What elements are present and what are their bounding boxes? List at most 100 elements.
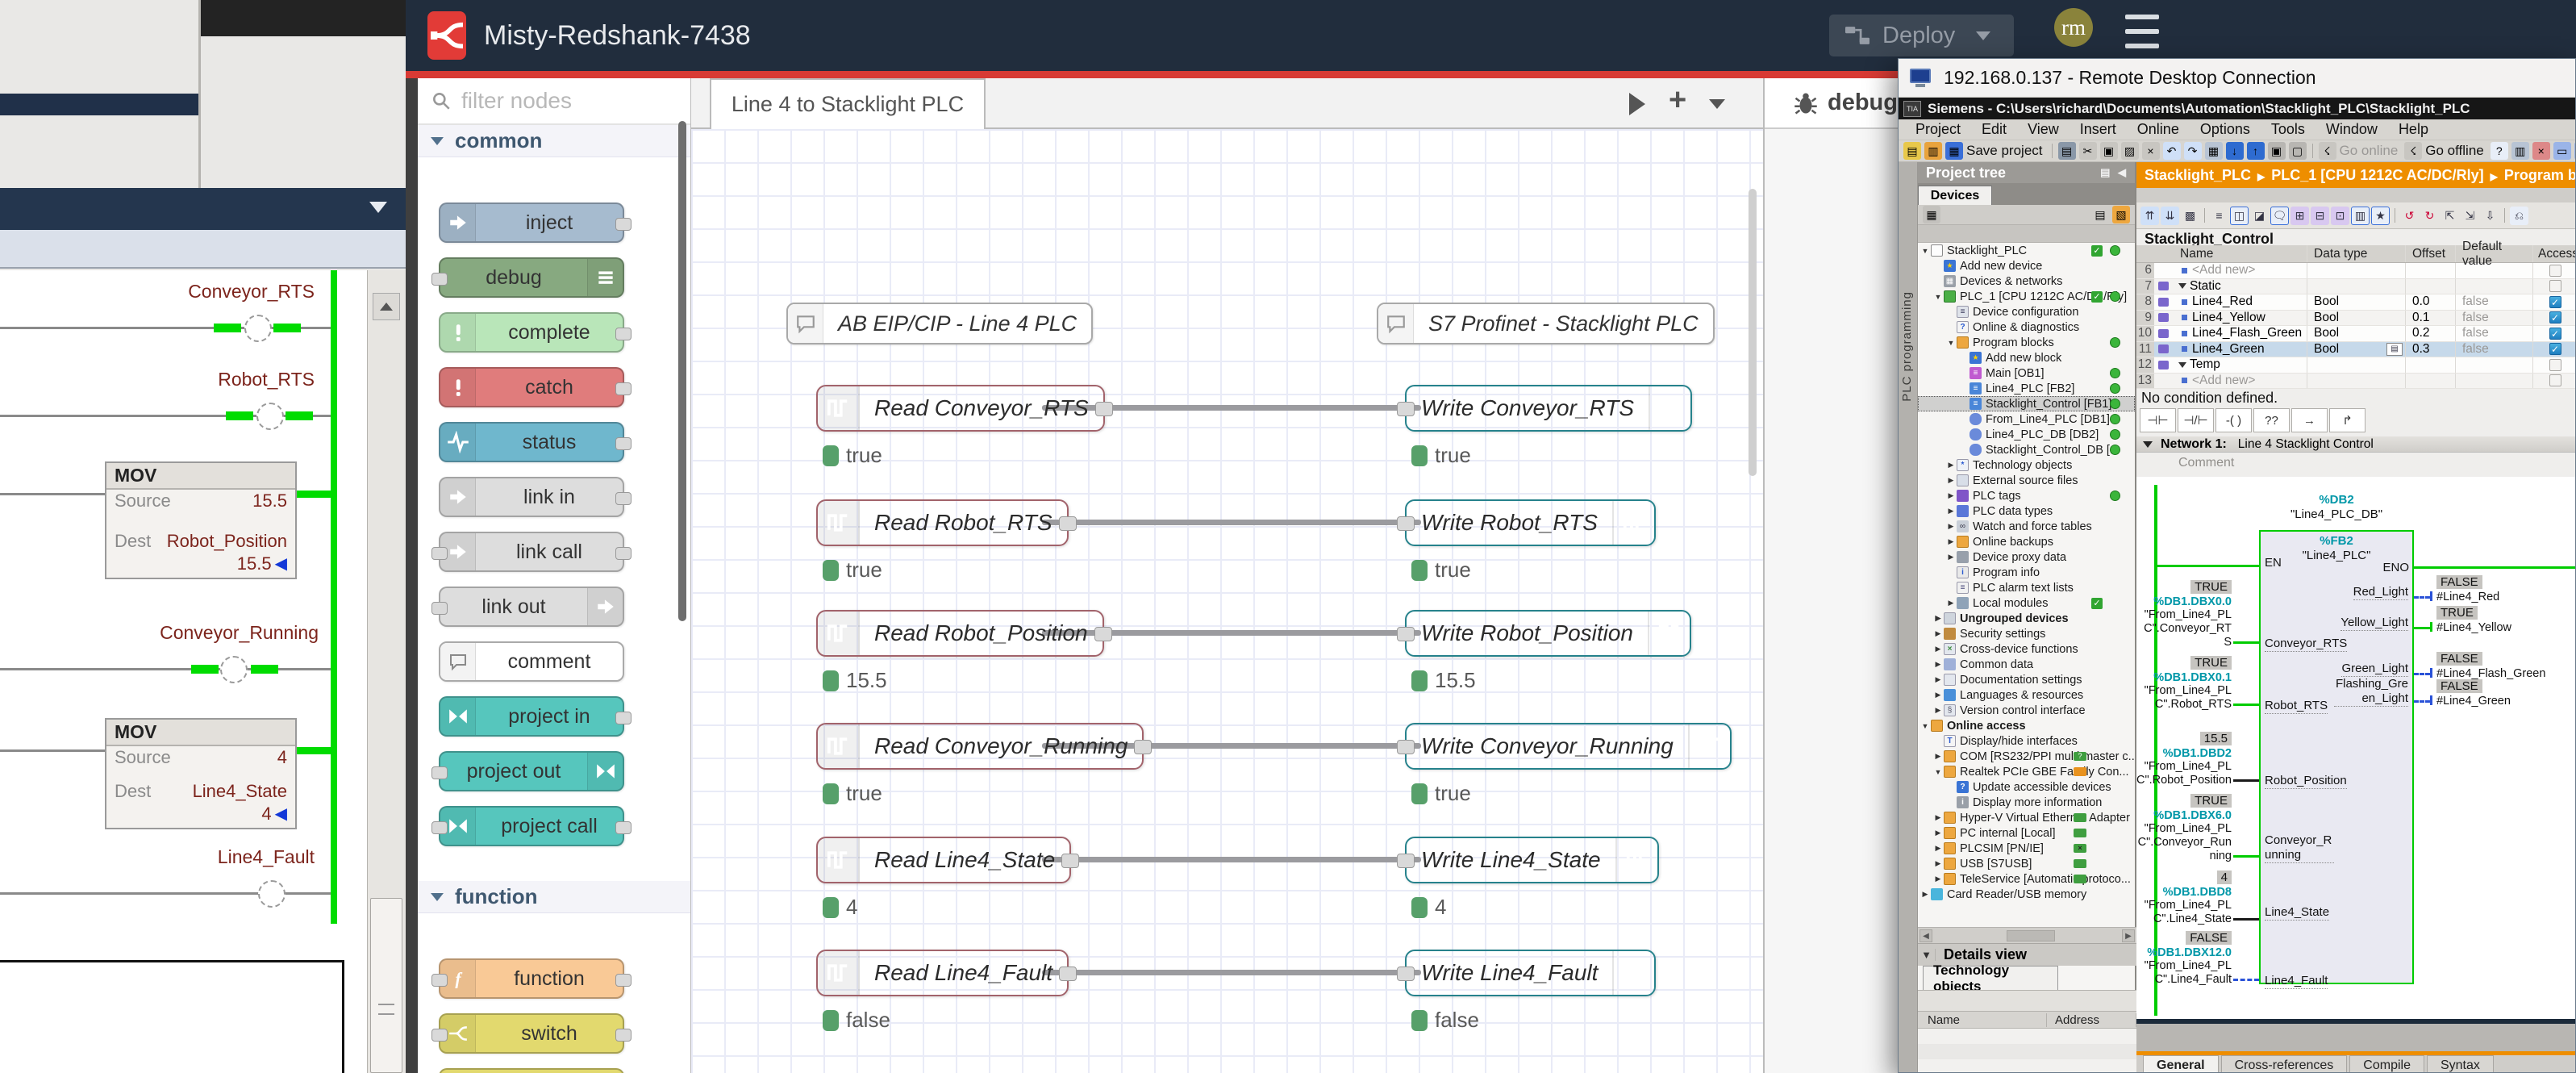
palette-category-header[interactable]: common <box>418 125 690 157</box>
tag-datatype[interactable]: Bool <box>2314 294 2339 309</box>
network-comment[interactable]: Comment <box>2178 456 2234 470</box>
download-values-icon[interactable]: ⇩ <box>2481 207 2499 225</box>
col-offset[interactable]: Offset <box>2406 245 2456 262</box>
lad-element-button[interactable]: ⊣⊢ <box>2140 408 2176 432</box>
inspector-tab[interactable]: Compile <box>2349 1055 2424 1073</box>
network-header[interactable]: Network 1: Line 4 Stacklight Control <box>2136 436 2576 453</box>
lad-network-canvas[interactable]: %DB2 "Line4_PLC_DB" TRUE %DB1.DBX0.0 "Fr… <box>2136 477 2576 1019</box>
accessible-checkbox[interactable] <box>2549 359 2561 371</box>
tree-expander-icon[interactable]: ▶ <box>1947 537 1955 546</box>
go-offline-button[interactable]: Go offline <box>2425 143 2483 159</box>
plc-programming-strip[interactable]: PLC programming <box>1899 162 1918 1073</box>
operand-tag[interactable]: "From_Line4_PLC".Line4_Fault <box>2136 959 2232 987</box>
tag-name[interactable]: Line4_Green <box>2192 342 2265 357</box>
menu-item[interactable]: Options <box>2190 121 2261 138</box>
go-offline-icon[interactable]: ☇ <box>2404 142 2422 160</box>
fb-input-pin[interactable]: Robot_Position <box>2265 774 2347 789</box>
output-port[interactable] <box>615 821 631 834</box>
output-port[interactable] <box>1059 967 1077 981</box>
col-default[interactable]: Default value <box>2456 245 2533 262</box>
toolbar-icon[interactable]: ▭ <box>2553 142 2571 160</box>
tag-default[interactable] <box>2456 357 2533 373</box>
fb-input-operand[interactable]: 15.5 %DB1.DBD2 "From_Line4_PLC".Robot_Po… <box>2136 732 2232 787</box>
tree-expander-icon[interactable]: ▶ <box>1934 875 1942 883</box>
tree-expander-icon[interactable]: ▼ <box>1921 247 1929 255</box>
ladder-branch-icon[interactable]: ⊞ <box>2290 207 2309 225</box>
tree-item[interactable]: ▶ Hyper-V Virtual Ethernet Adapter ✓ <box>1918 810 2135 825</box>
wire[interactable] <box>1042 970 1421 975</box>
tree-item[interactable]: ▶ TeleService [Automatic protoco... ✓ <box>1918 871 2135 887</box>
input-port[interactable] <box>1397 627 1415 641</box>
tree-expander-icon[interactable]: ▼ <box>1934 768 1942 776</box>
col-accessible[interactable]: Accessible <box>2533 245 2576 262</box>
col-name[interactable]: Name <box>2172 245 2307 262</box>
wire[interactable] <box>1042 857 1421 862</box>
tree-item[interactable]: ▶ Languages & resources ✓ <box>1918 687 2135 703</box>
add-flow-button[interactable]: + <box>1669 83 1686 118</box>
tag-default[interactable] <box>2456 374 2533 389</box>
network-collapse-icon[interactable] <box>2143 441 2153 448</box>
interface-row[interactable]: 8 Line4_Red Bool▤ 0.0 false <box>2136 294 2576 311</box>
fb-input-pin[interactable]: Line4_State <box>2265 905 2329 921</box>
tree-expander-icon[interactable]: ▶ <box>1947 599 1955 607</box>
tree-item[interactable]: Add new device ✓ <box>1918 258 2135 273</box>
input-port[interactable] <box>1397 967 1415 981</box>
eno-pin[interactable]: ENO <box>2382 561 2409 575</box>
go-online-icon[interactable]: ☇ <box>2319 142 2336 160</box>
tree-item[interactable]: ▶ Technology objects ✓ <box>1918 457 2135 473</box>
tree-expander-icon[interactable]: ▶ <box>1947 461 1955 470</box>
plc-write-node[interactable]: Write Line4_Fault <box>1405 950 1656 996</box>
tree-item[interactable]: Device configuration ✓ <box>1918 304 2135 319</box>
operand-tag[interactable]: #Line4_Yellow <box>2436 621 2511 635</box>
plc-write-node[interactable]: Write Line4_State <box>1405 837 1659 883</box>
fb-input-operand[interactable]: TRUE %DB1.DBX0.0 "From_Line4_PLC".Convey… <box>2136 580 2232 649</box>
palette-node[interactable]: link in <box>439 477 624 517</box>
tree-item[interactable]: ▼ Online access ✓ <box>1918 718 2135 733</box>
tag-default[interactable] <box>2456 263 2533 278</box>
tree-expander-icon[interactable]: ▶ <box>1947 553 1955 562</box>
tree-expander-icon[interactable]: ▼ <box>1934 293 1942 301</box>
plc-read-node[interactable]: Read Line4_Fault <box>816 950 1069 996</box>
ladder-scrollbar[interactable] <box>367 270 406 1073</box>
col-datatype[interactable]: Data type <box>2307 245 2406 262</box>
tia-titlebar[interactable]: TIA Siemens - C:\Users\richard\Documents… <box>1899 98 2576 119</box>
palette-node[interactable]: comment <box>439 641 624 682</box>
toolbar-icon[interactable]: ↓ <box>2226 142 2244 160</box>
input-port[interactable] <box>1397 402 1415 416</box>
toolbar-icon[interactable]: ✂ <box>2079 142 2097 160</box>
palette-node[interactable]: project in <box>439 696 624 737</box>
tree-expander-icon[interactable]: ▼ <box>1921 722 1929 730</box>
palette-node[interactable]: link call <box>439 532 624 572</box>
tree-item[interactable]: ▼ Realtek PCIe GBE Family Con... ✓ <box>1918 764 2135 779</box>
toolbar-icon[interactable]: ↷ <box>2184 142 2202 160</box>
tag-name[interactable]: Line4_Flash_Green <box>2192 326 2302 340</box>
mov-instruction[interactable]: MOV Source15.5 DestRobot_Position 15.5◀ <box>105 461 297 579</box>
output-port[interactable] <box>1095 402 1113 416</box>
tree-item[interactable]: Display/hide interfaces ✓ <box>1918 733 2135 749</box>
output-port[interactable] <box>615 328 631 340</box>
fb-input-pin[interactable]: Robot_RTS <box>2265 699 2328 714</box>
device-overview-icon[interactable]: ▦ <box>1923 206 1940 223</box>
tree-expander-icon[interactable]: ▶ <box>1934 660 1942 669</box>
palette-scrollbar[interactable] <box>678 121 686 621</box>
toolbar-icon[interactable]: ▢ <box>2289 142 2307 160</box>
tree-expander-icon[interactable]: ▶ <box>1934 829 1942 837</box>
scroll-up-button[interactable] <box>373 293 400 320</box>
plc-write-node[interactable]: Write Conveyor_Running <box>1405 723 1732 770</box>
plc-write-node[interactable]: Write Robot_RTS <box>1405 499 1656 546</box>
tree-expander-icon[interactable]: ▶ <box>1934 691 1942 699</box>
tag-default[interactable]: false <box>2456 326 2533 341</box>
ladder-tag[interactable]: Line4_Fault <box>129 846 315 868</box>
fb-output-operand[interactable]: TRUE #Line4_Yellow <box>2436 606 2574 635</box>
tree-hscrollbar[interactable]: ◀ ▶ <box>1918 927 2136 943</box>
tree-expander-icon[interactable]: ▶ <box>1934 813 1942 822</box>
fb-input-operand[interactable]: TRUE %DB1.DBX6.0 "From_Line4_PLC".Convey… <box>2136 794 2232 863</box>
monitor-on-icon[interactable]: ↻ <box>2420 207 2439 225</box>
tree-item[interactable]: ▶ Device proxy data ✓ <box>1918 549 2135 565</box>
tree-expander-icon[interactable]: ▶ <box>1947 522 1955 531</box>
tag-default[interactable]: false <box>2456 342 2533 357</box>
output-port[interactable] <box>615 547 631 560</box>
interface-row[interactable]: 12 Temp ▤ <box>2136 357 2576 374</box>
scroll-right-icon[interactable]: ▶ <box>2122 929 2135 942</box>
tree-expander-icon[interactable]: ▶ <box>1934 629 1942 638</box>
